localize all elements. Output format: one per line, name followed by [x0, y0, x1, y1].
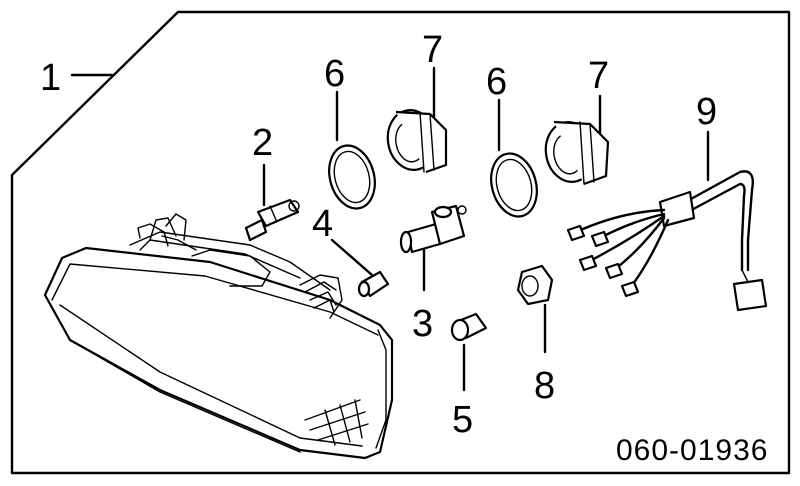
wedge-bulb-4 — [330, 238, 390, 298]
callout-6b: 6 — [486, 61, 507, 103]
callout-1: 1 — [40, 57, 61, 99]
callout-3: 3 — [412, 303, 433, 345]
retaining-ring-7b — [544, 94, 610, 186]
callout-7b: 7 — [588, 55, 609, 97]
o-ring-6a — [328, 90, 376, 210]
callout-5: 5 — [452, 399, 473, 441]
bulb-socket-2 — [244, 163, 300, 242]
o-ring-6b — [490, 98, 538, 218]
callout-8: 8 — [534, 365, 555, 407]
socket-8 — [516, 264, 554, 354]
small-bulb-5 — [450, 312, 488, 392]
diagram-code: 060-01936 — [616, 434, 768, 467]
wiring-harness-9 — [566, 130, 768, 312]
headlamp-housing — [43, 213, 394, 460]
callout-4: 4 — [312, 203, 333, 245]
retaining-ring-7a — [386, 66, 448, 174]
callout-6a: 6 — [324, 53, 345, 95]
assembly-frame — [10, 10, 791, 475]
callout-2: 2 — [252, 122, 273, 164]
callout-7a: 7 — [422, 29, 443, 71]
headlight-bulb-3 — [399, 204, 467, 292]
callout-9: 9 — [696, 91, 717, 133]
